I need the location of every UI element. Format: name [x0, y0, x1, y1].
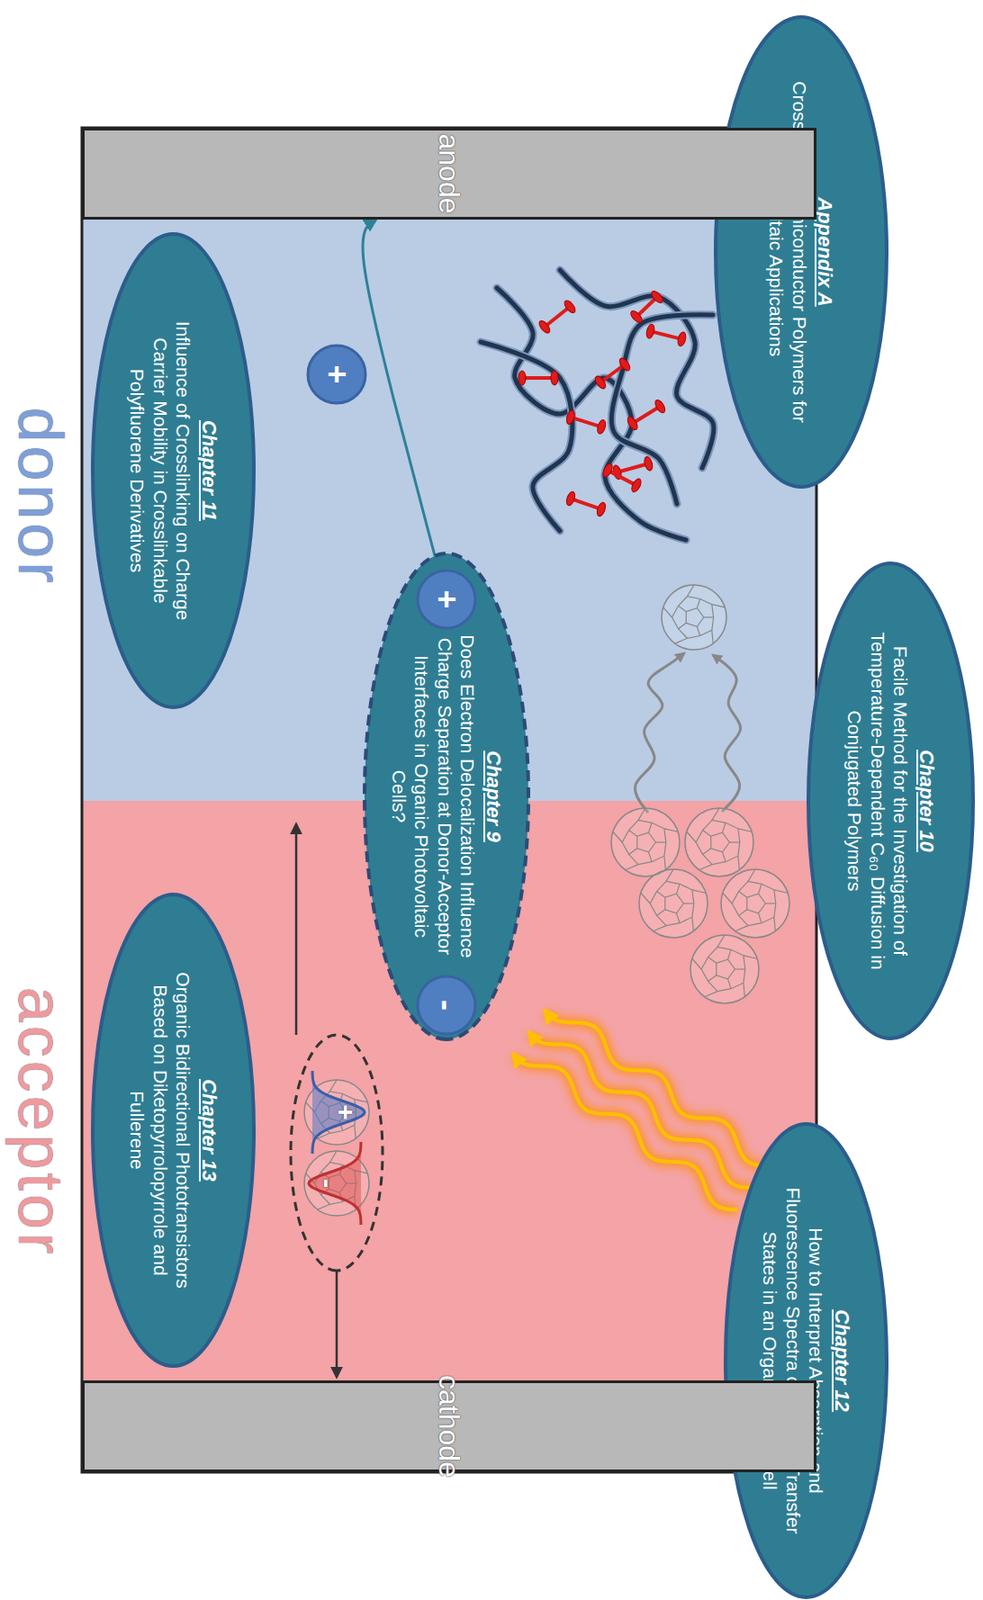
- chapter-ellipse: Appendix ACrosslinked Semiconductor Poly…: [713, 15, 889, 489]
- chapter-ellipse: Chapter 13Organic Bidirectional Phototra…: [90, 892, 256, 1369]
- region-label: donor: [9, 406, 73, 587]
- charge-circle: -: [415, 974, 478, 1037]
- charge-circle: +: [306, 343, 368, 406]
- electrode-band: anode: [81, 127, 817, 220]
- photons: [514, 1012, 770, 1210]
- chapter-description: Facile Method for the Investigation of T…: [842, 630, 912, 973]
- chapter-title: Chapter 9: [480, 634, 506, 959]
- chapter-description: Influence of Crosslinking on Charge Carr…: [125, 299, 195, 642]
- device-outline: [81, 127, 817, 1473]
- chapter-title: Chapter 11: [196, 299, 222, 642]
- chapter-description: How to Interpret Absorption and Fluoresc…: [757, 1185, 828, 1537]
- fullerene: [611, 808, 680, 877]
- text-block: Chapter 9Does Electron Delocalization In…: [387, 634, 506, 959]
- chapter-title: Chapter 12: [829, 1185, 855, 1537]
- text-block: cathode: [432, 1375, 467, 1479]
- electrode-band: cathode: [81, 1380, 817, 1473]
- charge-circle: +: [415, 568, 478, 631]
- region-label: acceptor: [9, 987, 73, 1258]
- text-block: Chapter 13Organic Bidirectional Phototra…: [125, 959, 221, 1302]
- fullerene: [690, 935, 759, 1004]
- chapter-title: Chapter 10: [913, 630, 939, 973]
- text-block: Chapter 12How to Interpret Absorption an…: [757, 1185, 854, 1537]
- fullerene: [661, 585, 727, 650]
- chapter-title: Chapter 13: [196, 959, 222, 1302]
- chapter-ellipse: Chapter 9Does Electron Delocalization In…: [362, 551, 531, 1042]
- c60-diffusion: [611, 585, 790, 1004]
- chapter-ellipse: Chapter 12How to Interpret Absorption an…: [723, 1122, 889, 1600]
- charge-sign: -: [430, 1000, 463, 1011]
- electrode-label: anode: [432, 134, 467, 215]
- text-block: Chapter 10Facile Method for the Investig…: [842, 630, 938, 973]
- chapter-description: Organic Bidirectional Phototransistors B…: [125, 959, 195, 1302]
- charge-sign: +: [332, 1104, 360, 1121]
- charge-sign: -: [314, 1179, 342, 1189]
- charge-path-arrow: [362, 219, 439, 570]
- text-block: anode: [432, 134, 467, 215]
- chapter-ellipse: Chapter 11Influence of Crosslinking on C…: [90, 232, 256, 710]
- electrode-label: cathode: [432, 1375, 467, 1479]
- fullerene: [721, 869, 790, 938]
- chapter-ellipse: Chapter 10Facile Method for the Investig…: [806, 561, 975, 1041]
- charge-sign: +: [430, 589, 463, 609]
- fullerene: [685, 808, 754, 877]
- crosslinked-polymer: [480, 270, 714, 541]
- text-block: +: [430, 589, 463, 609]
- ct-pair: [290, 824, 383, 1378]
- text-block: +: [320, 364, 353, 384]
- text-block: -: [430, 1000, 463, 1011]
- charge-sign: +: [320, 364, 353, 384]
- chapter-description: Does Electron Delocalization Influence C…: [387, 634, 479, 959]
- text-block: Chapter 11Influence of Crosslinking on C…: [125, 299, 221, 642]
- fullerene: [639, 869, 708, 938]
